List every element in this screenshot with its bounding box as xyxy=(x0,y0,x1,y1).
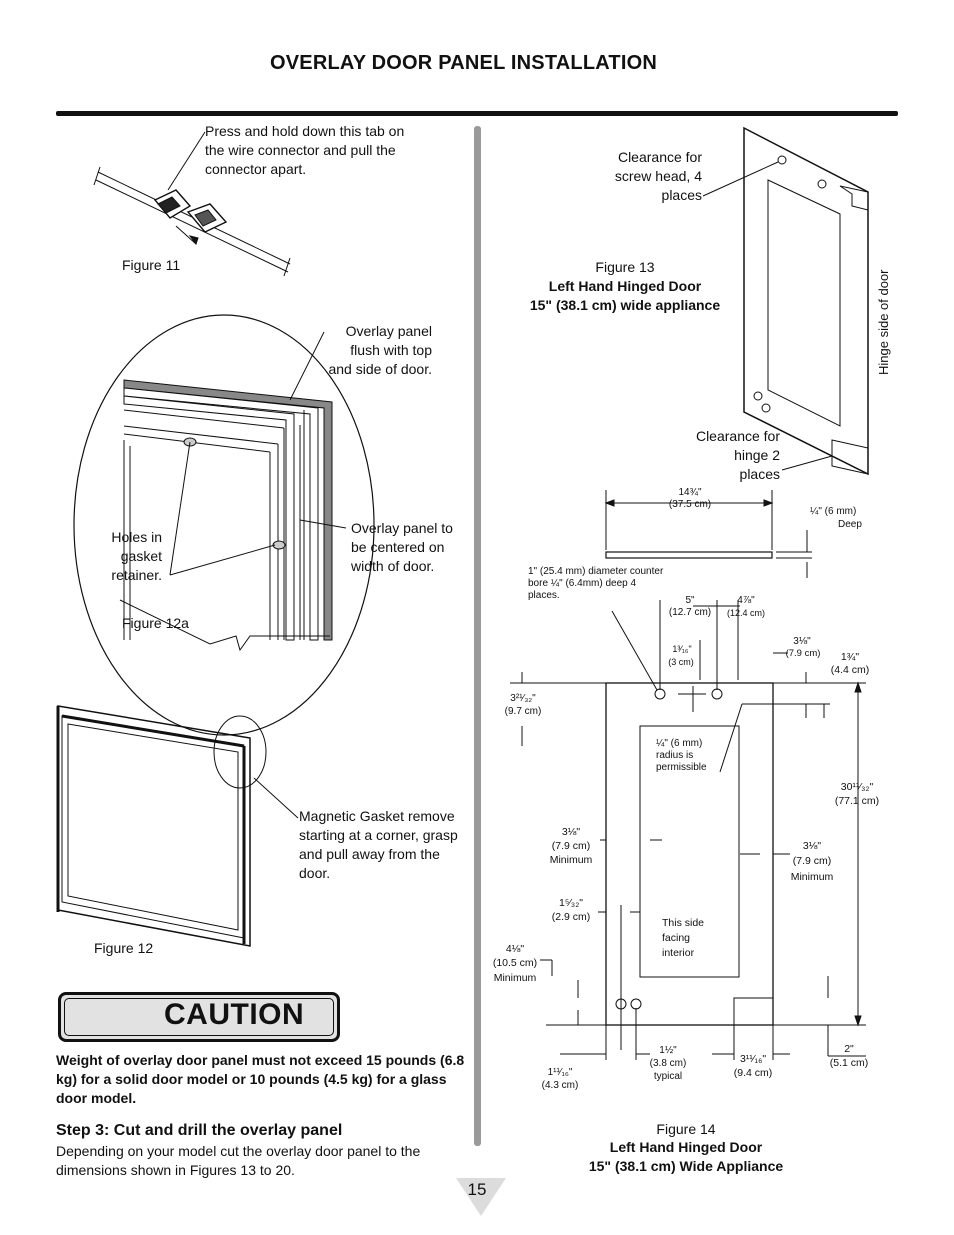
dim-2: 2" xyxy=(844,1043,854,1055)
dim-1-3-4: 1¾" xyxy=(840,651,860,663)
dim-height-cm: (77.1 cm) xyxy=(834,795,880,807)
dim-left-min: Minimum xyxy=(549,854,593,866)
fig13-callout-screw: Clearance for screw head, 4 places xyxy=(614,149,702,203)
dim-5-cm: (12.7 cm) xyxy=(668,607,712,618)
dim-3-21-32: 3²¹⁄₃₂" xyxy=(510,693,536,704)
interior-note: This side facing interior xyxy=(662,917,705,959)
dim-width-top: 14¾" xyxy=(678,487,702,498)
dim-1-3-4-cm: (4.4 cm) xyxy=(830,664,870,676)
counterbore-note: 1" (25.4 mm) diameter counter bore ¼" (6… xyxy=(528,566,664,601)
dim-3-21-32-cm: (9.7 cm) xyxy=(504,706,542,717)
hinge-side-label: Hinge side of door xyxy=(876,269,891,375)
dim-right-min: Minimum xyxy=(790,871,834,883)
dim-4-7-8-cm: (12.4 cm) xyxy=(726,608,765,618)
door-gasket-figure xyxy=(56,705,299,947)
dim-3-1-8-top: 3⅛" xyxy=(793,636,811,647)
dim-right-3-1-8-cm: (7.9 cm) xyxy=(792,855,832,867)
fig12-callout: Magnetic Gasket remove starting at a cor… xyxy=(299,808,458,881)
dim-1-11-16-cm: (4.3 cm) xyxy=(541,1080,579,1091)
dim-4-1-8-cm: (10.5 cm) xyxy=(492,957,538,969)
fig14-caption-line1: Figure 14 xyxy=(656,1121,716,1137)
fig13-callout-hinge: Clearance for hinge 2 places xyxy=(695,428,780,482)
dim-height: 30¹¹⁄₃₂" xyxy=(840,781,874,793)
step3-body: Depending on your model cut the overlay … xyxy=(56,1143,421,1178)
door-corner-detail-figure xyxy=(73,314,375,736)
fig13-caption-line2: Left Hand Hinged Door xyxy=(548,278,702,294)
dim-3-11-16-cm: (9.4 cm) xyxy=(733,1067,773,1079)
overlay-panel-dimension-figure xyxy=(510,600,866,1060)
dim-3-1-8-top-cm: (7.9 cm) xyxy=(785,648,821,659)
dim-depth-label: Deep xyxy=(838,519,862,530)
dim-1-11-16: 1¹¹⁄₁₆" xyxy=(547,1067,573,1078)
page-title: OVERLAY DOOR PANEL INSTALLATION xyxy=(270,52,657,74)
fig14-caption-line3: 15" (38.1 cm) Wide Appliance xyxy=(588,1158,784,1174)
dim-1-5-32-cm: (2.9 cm) xyxy=(551,911,591,923)
radius-note: ¼" (6 mm) radius is permissible xyxy=(656,738,707,773)
fig13-caption-line1: Figure 13 xyxy=(595,259,655,275)
dim-1-3-16-cm: (3 cm) xyxy=(668,657,694,667)
fig11-callout: Press and hold down this tab on the wire… xyxy=(205,123,405,177)
dim-1-1-2-typical: typical xyxy=(653,1071,683,1082)
fig12a-caption: Figure 12a xyxy=(122,615,189,631)
overlay-panel-figure xyxy=(702,126,869,476)
caution-box xyxy=(58,992,340,1042)
fig12a-callout-center: Overlay panel to be centered on width of… xyxy=(351,520,453,574)
fig14-caption-line2: Left Hand Hinged Door xyxy=(609,1139,763,1155)
dim-right-3-1-8: 3⅛" xyxy=(802,840,822,852)
dim-1-1-2: 1½" xyxy=(659,1045,677,1056)
page-number: 15 xyxy=(467,1180,487,1199)
header-rule xyxy=(56,111,898,116)
dim-width-top-cm: (37.5 cm) xyxy=(668,499,712,510)
fig12a-callout-holes: Holes in gasket retainer. xyxy=(111,529,162,583)
fig11-caption: Figure 11 xyxy=(122,257,181,273)
dim-depth: ¼" (6 mm) xyxy=(810,506,857,517)
page-number-badge xyxy=(456,1178,506,1216)
wire-connector-figure xyxy=(93,131,291,277)
dim-5: 5" xyxy=(685,595,695,606)
fig12a-callout-top: Overlay panel flush with top and side of… xyxy=(328,323,432,377)
dim-1-1-2-cm: (3.8 cm) xyxy=(649,1058,687,1069)
dim-left-3-1-8: 3⅛" xyxy=(561,826,581,838)
dim-1-3-16: 1³⁄₁₆" xyxy=(672,644,692,654)
dim-4-7-8: 4⅞" xyxy=(737,595,755,606)
fig12-caption: Figure 12 xyxy=(94,940,154,956)
weight-warning: Weight of overlay door panel must not ex… xyxy=(56,1052,465,1106)
fig13-caption-line3: 15" (38.1 cm) wide appliance xyxy=(529,297,721,313)
dim-3-11-16: 3¹¹⁄₁₆" xyxy=(739,1053,767,1065)
column-divider xyxy=(474,126,481,1146)
caution-label: CAUTION xyxy=(164,998,305,1031)
dim-4-1-8: 4⅛" xyxy=(505,943,525,955)
dim-left-3-1-8-cm: (7.9 cm) xyxy=(551,840,591,852)
step3-heading: Step 3: Cut and drill the overlay panel xyxy=(56,1122,343,1139)
dim-4-1-8-min: Minimum xyxy=(493,972,537,984)
dim-2-cm: (5.1 cm) xyxy=(829,1057,869,1069)
dim-1-5-32: 1⁵⁄₃₂" xyxy=(558,897,584,909)
